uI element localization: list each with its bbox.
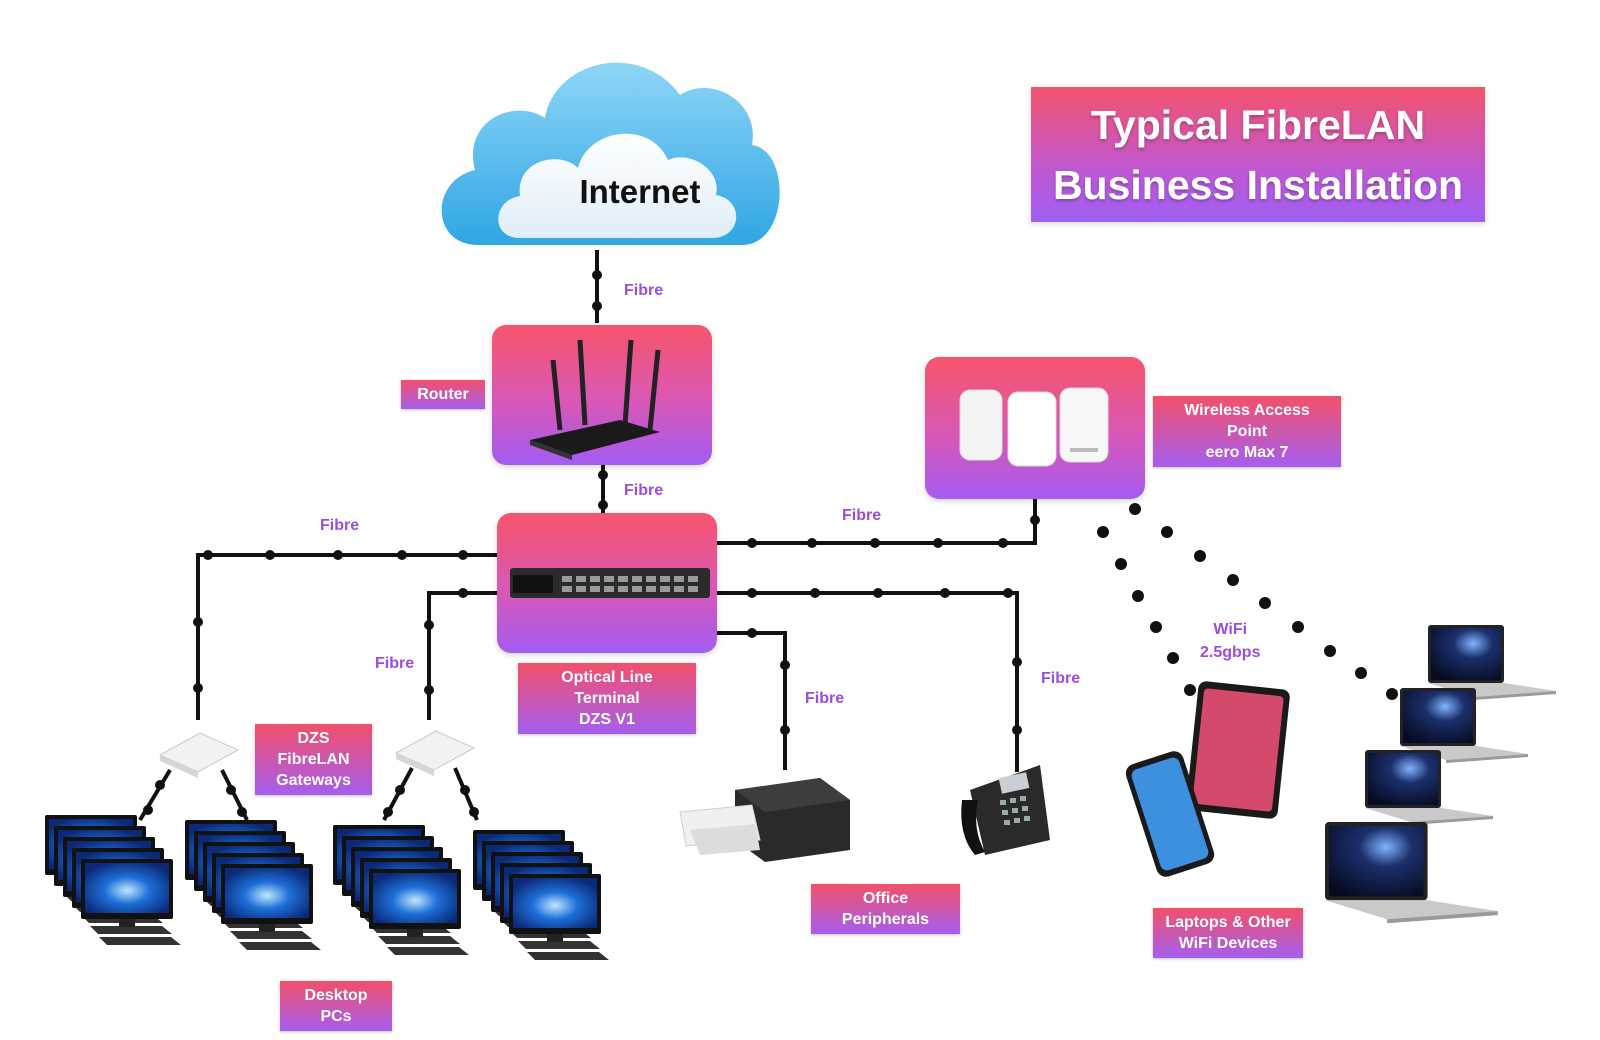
link-label-olt-printer: Fibre [805, 690, 845, 707]
desktops-tag: Desktop PCs [280, 981, 392, 1031]
link-label-olt-left: Fibre [320, 517, 360, 534]
desktop-pc-icon [45, 815, 609, 960]
peripherals-label: Office Peripherals [841, 890, 930, 928]
laptop [1325, 822, 1498, 924]
laptop-icon [1325, 625, 1556, 924]
desktop-stack [473, 830, 609, 960]
desktop-stack [45, 815, 181, 945]
smartphone-icon [1125, 751, 1215, 877]
link-label-olt-gateway2: Fibre [375, 655, 415, 672]
laptop [1428, 625, 1556, 700]
olt-tag: Optical Line Terminal DZS V1 [518, 663, 696, 734]
desktop-stack [185, 820, 321, 950]
cable-joints [143, 270, 1040, 817]
router-box [492, 325, 712, 465]
tablet-icon [1186, 681, 1290, 819]
internet-label: Internet [579, 173, 701, 210]
olt-label-line-1: Optical Line Terminal [561, 669, 653, 707]
cloud-icon [441, 62, 780, 245]
router-label: Router [417, 386, 469, 403]
peripherals-tag: Office Peripherals [811, 884, 960, 934]
olt-box [497, 513, 717, 653]
wifi-label-line-2: 2.5gbps [1200, 644, 1261, 661]
cable-olt-wap [717, 498, 1037, 545]
desk-phone-icon [961, 765, 1050, 855]
gateways-tag: DZS FibreLAN Gateways [255, 724, 372, 795]
laptop [1365, 750, 1493, 825]
gateways-label-line-2: Gateways [276, 772, 351, 789]
diagram-title: Typical FibreLAN Business Installation [1031, 87, 1485, 222]
wifi-signal-dots [1097, 503, 1398, 700]
wifi-devices-label-line-1: Laptops & Other [1165, 914, 1291, 931]
wap-tag: Wireless Access Point eero Max 7 [1153, 396, 1341, 467]
cable-olt-gateway2 [427, 591, 497, 720]
wap-box [925, 357, 1145, 499]
link-label-olt-wap: Fibre [842, 507, 882, 524]
laptop [1400, 688, 1528, 763]
link-label-internet-router: Fibre [624, 282, 664, 299]
gateways-label-line-1: DZS FibreLAN [277, 730, 350, 768]
title-line-2: Business Installation [1052, 161, 1464, 208]
link-label-wifi: WiFi 2.5gbps [1200, 618, 1260, 664]
cable-olt-gateway1 [196, 553, 497, 720]
desktops-label: Desktop PCs [304, 987, 368, 1025]
link-label-olt-phone: Fibre [1041, 670, 1081, 687]
gateway-icon [158, 730, 476, 778]
wap-label-line-1: Wireless Access Point [1184, 402, 1310, 440]
router-tag: Router [401, 380, 485, 409]
link-label-router-olt: Fibre [624, 482, 664, 499]
title-line-1: Typical FibreLAN [1090, 101, 1426, 148]
olt-label-line-2: DZS V1 [578, 711, 635, 728]
wap-label-line-2: eero Max 7 [1205, 444, 1289, 461]
cable-olt-phone [717, 591, 1019, 772]
wifi-devices-tag: Laptops & Other WiFi Devices [1153, 908, 1303, 958]
desktop-stack [333, 825, 469, 955]
printer-icon [679, 778, 850, 862]
cable-olt-printer [717, 631, 787, 770]
wifi-devices-label-line-2: WiFi Devices [1178, 935, 1278, 952]
wifi-label-line-1: WiFi [1213, 621, 1248, 638]
